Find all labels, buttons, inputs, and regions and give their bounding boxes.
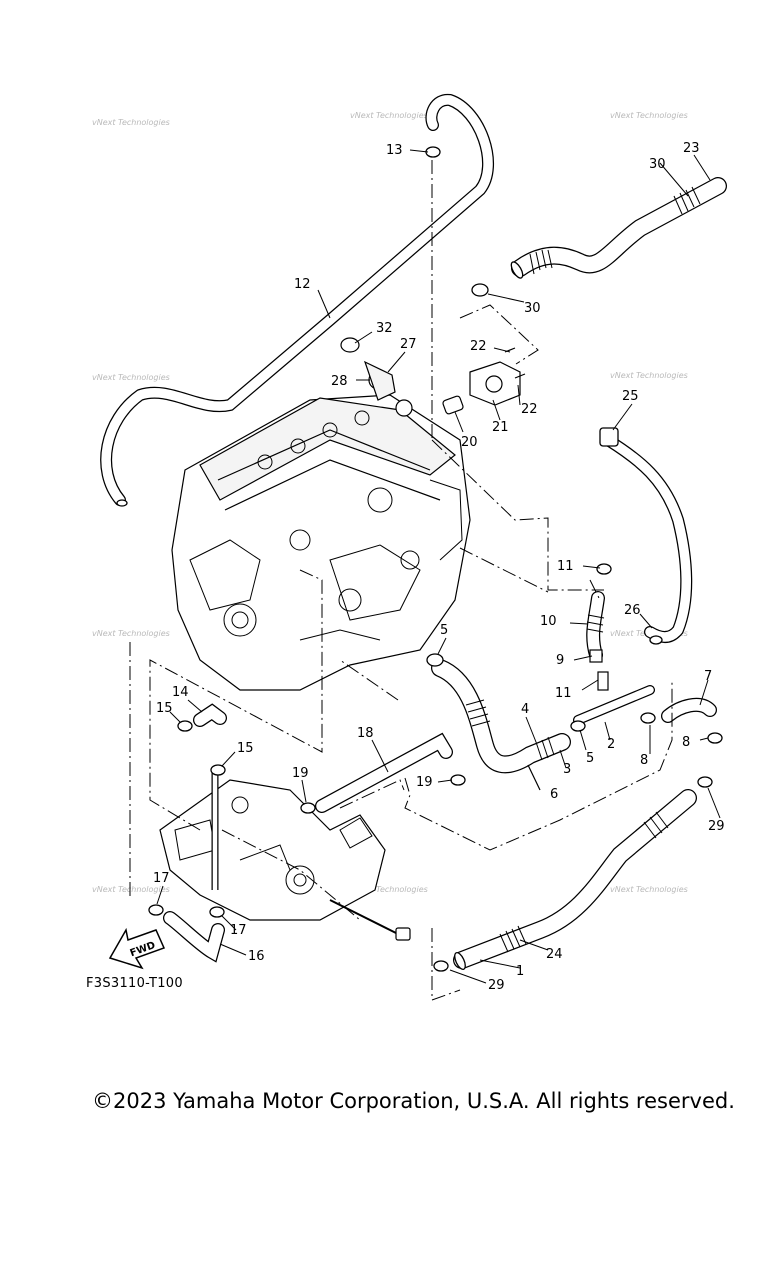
- watermark: vNext Technologies: [92, 118, 170, 127]
- callout-19: 19: [292, 766, 309, 781]
- callout-15b: 15: [237, 741, 254, 756]
- watermark: vNext Technologies: [92, 885, 170, 894]
- hose-4: [431, 659, 571, 791]
- fwd-arrow-icon: FWD: [108, 927, 166, 970]
- parts-diagram: vNext Technologies vNext Technologies vN…: [92, 93, 727, 1001]
- callout-11: 11: [557, 559, 574, 574]
- callout-5b: 5: [586, 751, 594, 766]
- callout-2: 2: [607, 737, 615, 752]
- engine-block: [171, 394, 471, 691]
- callout-1: 1: [516, 964, 524, 979]
- diagram-part-code: F3S3110-T100: [86, 976, 183, 991]
- watermark: vNext Technologies: [610, 111, 688, 120]
- callout-9: 9: [556, 653, 564, 668]
- callouts: 13 23 30 12 30 32 27 22 28 25 22 21 20 1…: [153, 141, 725, 993]
- callout-5: 5: [440, 623, 448, 638]
- callout-12: 12: [294, 277, 311, 292]
- callout-7: 7: [704, 669, 712, 684]
- watermark: vNext Technologies: [92, 629, 170, 638]
- callout-26: 26: [624, 603, 641, 618]
- callout-30: 30: [649, 157, 666, 172]
- hose-18: [315, 732, 453, 813]
- callout-11b: 11: [555, 686, 572, 701]
- callout-17b: 17: [230, 923, 247, 938]
- callout-15: 15: [156, 701, 173, 716]
- callout-23: 23: [683, 141, 700, 156]
- clamps: [148, 146, 723, 972]
- hose-23-30: [510, 177, 727, 279]
- copyright-notice: ©2023 Yamaha Motor Corporation, U.S.A. A…: [92, 1089, 735, 1113]
- callout-22b: 22: [521, 402, 538, 417]
- callout-19b: 19: [416, 775, 433, 790]
- watermark: vNext Technologies: [350, 885, 428, 894]
- callout-28: 28: [331, 374, 348, 389]
- callout-13: 13: [386, 143, 403, 158]
- callout-24: 24: [546, 947, 563, 962]
- callout-10: 10: [540, 614, 557, 629]
- callout-25: 25: [622, 389, 639, 404]
- joint-group: [573, 591, 717, 725]
- callout-32: 32: [376, 321, 393, 336]
- callout-18: 18: [357, 726, 374, 741]
- callout-29: 29: [708, 819, 725, 834]
- callout-27: 27: [400, 337, 417, 352]
- callout-17: 17: [153, 871, 170, 886]
- callout-20: 20: [461, 435, 478, 450]
- callout-6: 6: [550, 787, 558, 802]
- callout-22: 22: [470, 339, 487, 354]
- hose-24: [453, 789, 697, 970]
- hose-12: [100, 93, 494, 507]
- watermark: vNext Technologies: [610, 371, 688, 380]
- callout-3: 3: [563, 762, 571, 777]
- watermark: vNext Technologies: [92, 373, 170, 382]
- callout-8: 8: [682, 735, 690, 750]
- callout-8b: 8: [640, 753, 648, 768]
- callout-29b: 29: [488, 978, 505, 993]
- watermark: vNext Technologies: [610, 885, 688, 894]
- watermark: vNext Technologies: [350, 111, 428, 120]
- hose-25: [599, 427, 693, 643]
- callout-21: 21: [492, 420, 509, 435]
- thermostat-group: [340, 337, 526, 417]
- pump-assembly: [159, 779, 411, 941]
- leader-lines: [129, 149, 721, 1001]
- callout-16: 16: [248, 949, 265, 964]
- callout-14: 14: [172, 685, 189, 700]
- callout-4: 4: [521, 702, 529, 717]
- hose-14-16: [163, 703, 227, 963]
- callout-31: 30: [524, 301, 541, 316]
